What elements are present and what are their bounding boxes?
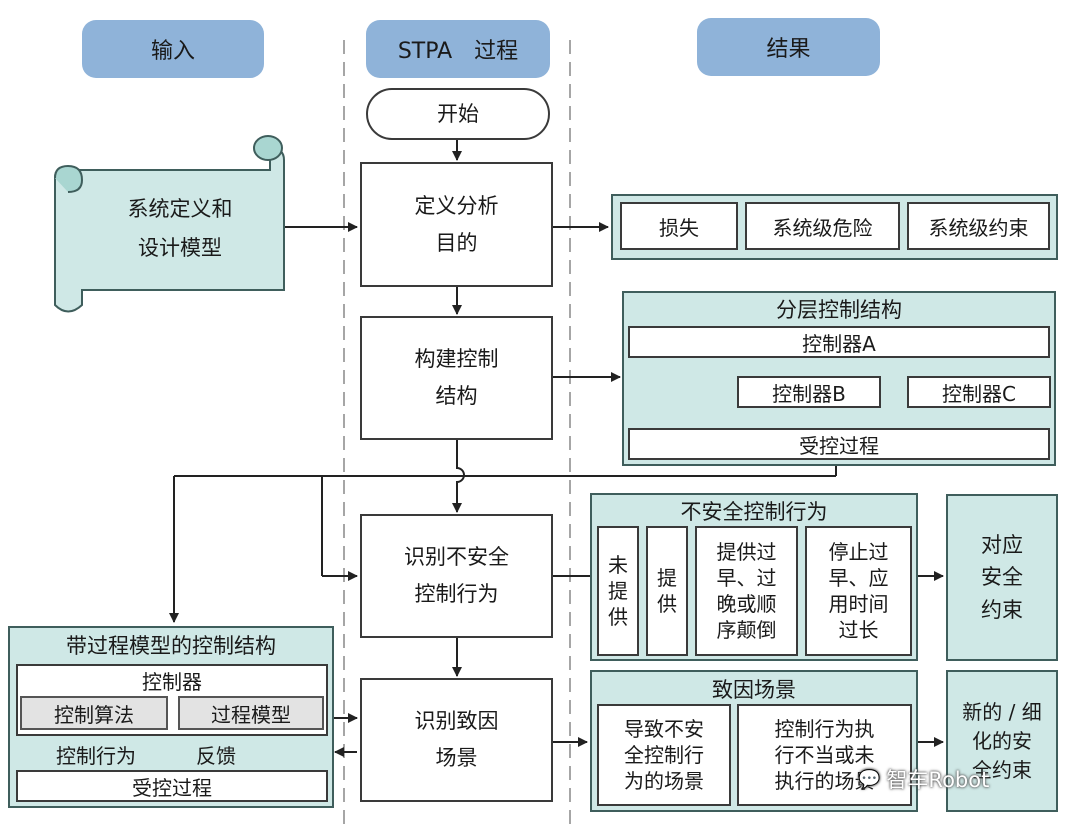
loss-item-hazard: 系统级危险	[745, 202, 900, 250]
header-result: 结果	[697, 18, 880, 76]
uca-timing: 提供过 早、过 晚或顺 序颠倒	[695, 526, 798, 656]
model-controller-label: 控制器	[142, 670, 202, 694]
system-definition-label: 系统定义和 设计模型	[127, 197, 233, 260]
controller-a: 控制器A	[628, 326, 1050, 358]
feedback-label: 反馈	[196, 744, 236, 768]
header-process: STPA 过程	[366, 20, 550, 78]
control-algorithm-box: 控制算法	[20, 696, 168, 730]
step-build-label: 构建控制 结构	[414, 347, 499, 408]
process-model-title: 带过程模型的控制结构	[66, 634, 276, 658]
hierarchy-title: 分层控制结构	[776, 298, 902, 322]
uca-provided: 提 供	[646, 526, 688, 656]
loss-item-constraint: 系统级约束	[907, 202, 1050, 250]
hierarchy-controlled-process: 受控过程	[628, 428, 1050, 460]
uca-duration: 停止过 早、应 用时间 过长	[805, 526, 912, 656]
control-action-label: 控制行为	[56, 744, 136, 768]
step-scenario-label: 识别致因 场景	[414, 709, 499, 770]
controller-c: 控制器C	[907, 376, 1051, 408]
uca-not-provided: 未 提 供	[597, 526, 639, 656]
safety-constraint-box: 对应 安全 约束	[946, 494, 1058, 661]
scenario-title: 致因场景	[712, 678, 796, 702]
start-terminal: 开始	[366, 88, 550, 140]
new-constraint-box: 新的 / 细 化的安 全约束	[946, 670, 1058, 812]
process-model-box: 过程模型	[178, 696, 324, 730]
step-define-purpose: 定义分析 目的	[360, 162, 553, 287]
step-define-label: 定义分析 目的	[414, 193, 499, 255]
model-controlled-process: 受控过程	[16, 770, 328, 802]
step-build-structure: 构建控制 结构	[360, 316, 553, 440]
controller-b: 控制器B	[737, 376, 881, 408]
header-input: 输入	[82, 20, 264, 78]
scenario-improper-execution: 控制行为执 行不当或未 执行的场景	[737, 704, 912, 806]
wechat-icon: 💬	[858, 768, 881, 790]
step-identify-scenarios: 识别致因 场景	[360, 678, 553, 802]
watermark: 💬 智车Robot	[858, 764, 989, 794]
start-label: 开始	[437, 101, 479, 126]
scenario-unsafe-action: 导致不安 全控制行 为的场景	[597, 704, 731, 806]
loss-item-loss: 损失	[620, 202, 738, 250]
step-uca-label: 识别不安全 控制行为	[404, 545, 509, 606]
uca-title: 不安全控制行为	[680, 500, 828, 524]
watermark-text: 智车Robot	[886, 768, 990, 792]
step-identify-uca: 识别不安全 控制行为	[360, 514, 553, 638]
scroll-shape	[54, 135, 285, 313]
